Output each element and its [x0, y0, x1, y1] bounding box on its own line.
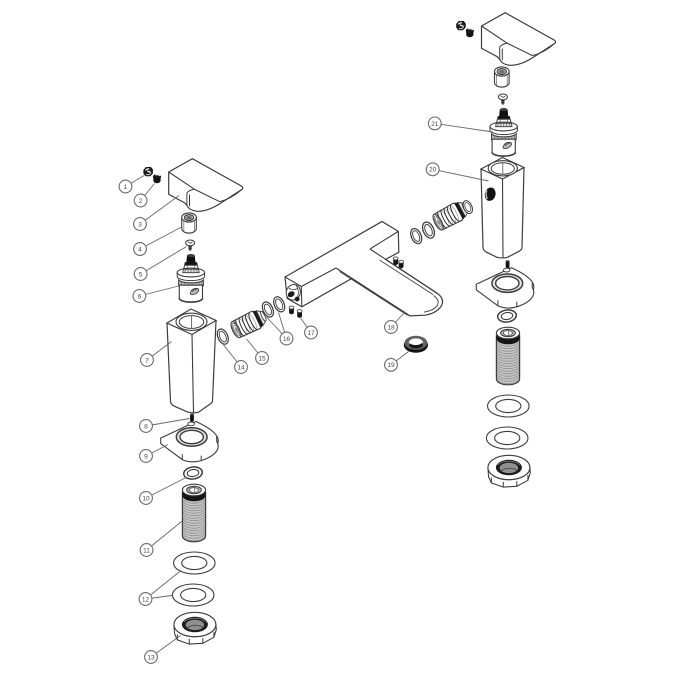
svg-text:21: 21 — [431, 121, 439, 128]
svg-text:5: 5 — [139, 271, 143, 278]
svg-text:3: 3 — [138, 221, 142, 228]
svg-text:16: 16 — [283, 336, 291, 343]
svg-text:14: 14 — [237, 364, 245, 371]
svg-text:12: 12 — [142, 596, 150, 603]
svg-text:13: 13 — [147, 654, 155, 661]
svg-text:7: 7 — [145, 357, 149, 364]
svg-text:10: 10 — [142, 495, 150, 502]
svg-text:9: 9 — [144, 453, 148, 460]
svg-text:11: 11 — [143, 547, 150, 554]
svg-text:8: 8 — [144, 423, 148, 430]
svg-text:15: 15 — [258, 355, 266, 362]
svg-text:17: 17 — [307, 330, 315, 337]
svg-text:1: 1 — [124, 184, 128, 191]
svg-text:19: 19 — [387, 362, 395, 369]
svg-text:4: 4 — [138, 246, 142, 253]
svg-text:20: 20 — [429, 167, 437, 174]
svg-text:18: 18 — [387, 324, 395, 331]
svg-text:2: 2 — [139, 198, 143, 205]
svg-text:6: 6 — [138, 293, 142, 300]
